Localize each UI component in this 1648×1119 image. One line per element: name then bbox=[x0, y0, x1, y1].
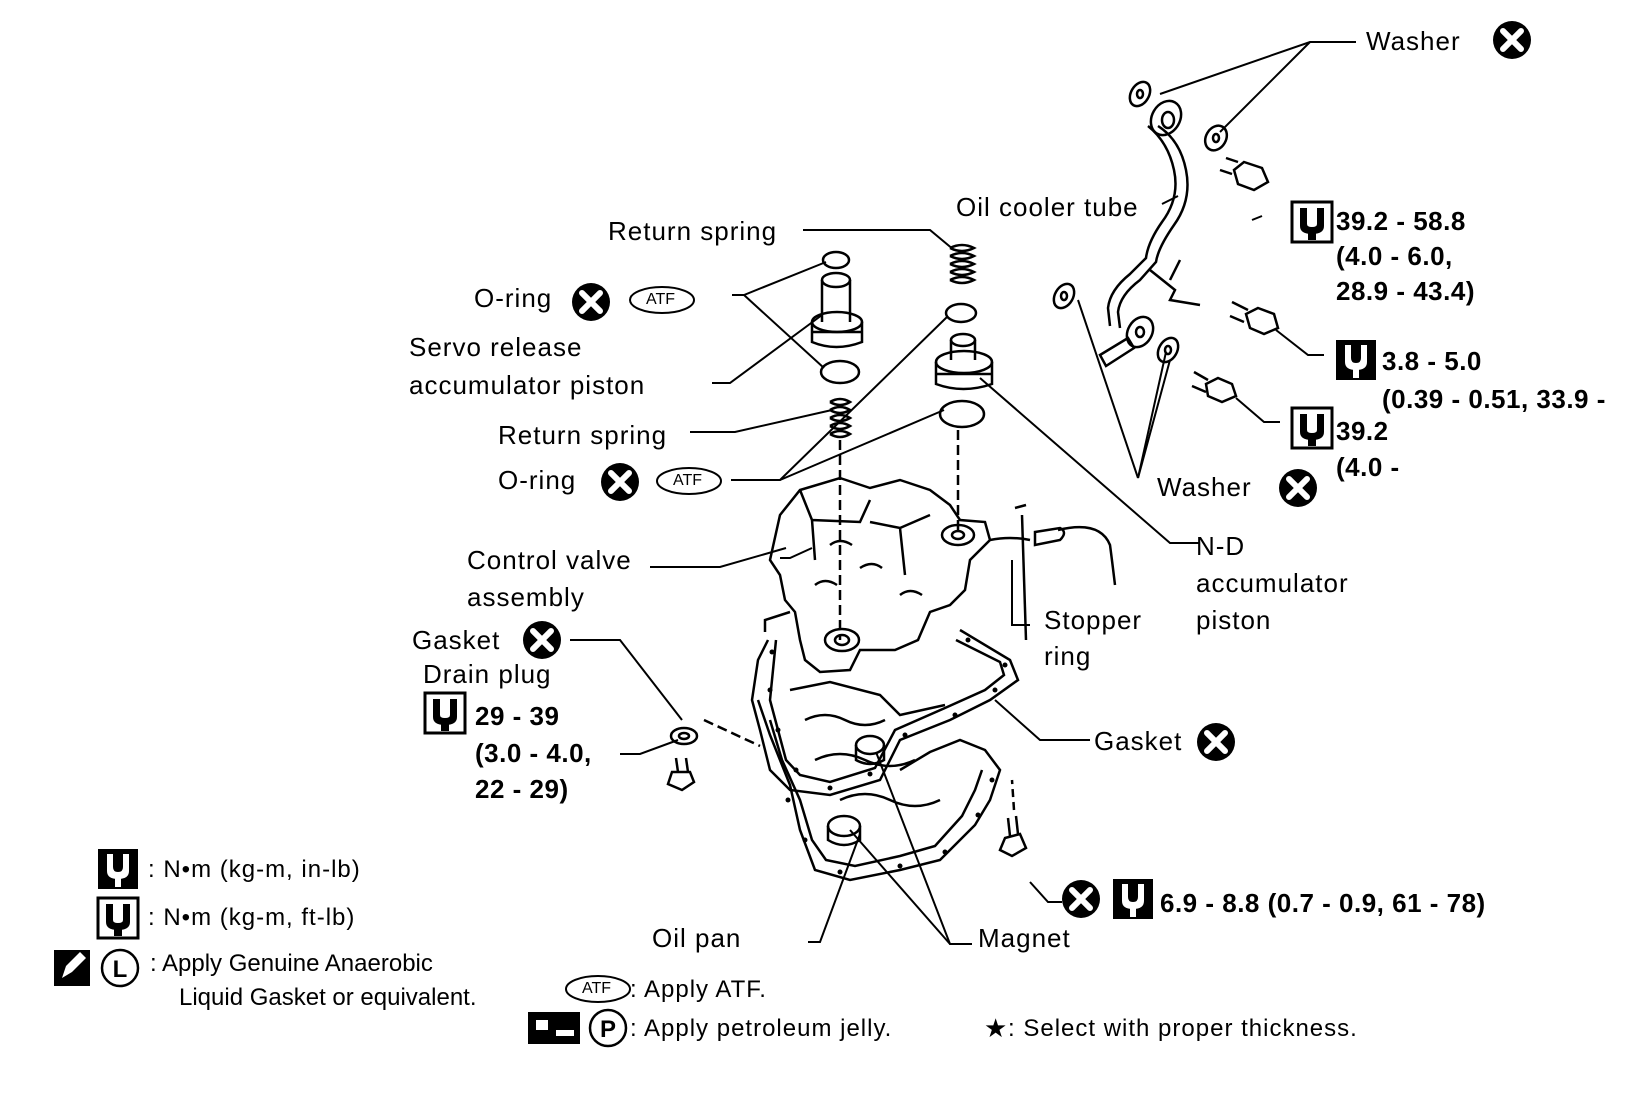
cooler-leader-lines bbox=[1077, 41, 1356, 479]
torque-1-value: 39.2 - 58.8 bbox=[1336, 206, 1466, 236]
piston-leader-lines bbox=[690, 229, 1200, 559]
pan-leader-lines bbox=[620, 699, 1090, 945]
circled-l-icon: L bbox=[100, 948, 140, 988]
oil-cooler-tube-drawing bbox=[1052, 80, 1280, 404]
servo-piston-stack bbox=[810, 243, 994, 640]
control-valve-label: Control valve bbox=[467, 545, 632, 575]
washer-bottom-label: Washer bbox=[1157, 472, 1252, 502]
replace-icon-gasket-drain bbox=[523, 621, 561, 659]
replace-icon-oring-mid bbox=[601, 463, 639, 501]
atf-text-top: ATF bbox=[646, 291, 676, 308]
replace-icon-oring-top bbox=[572, 283, 610, 321]
magnet-label: Magnet bbox=[978, 923, 1071, 953]
replace-icon-washer-top bbox=[1493, 21, 1531, 59]
atf-text-mid: ATF bbox=[673, 472, 703, 489]
gasket-pan-label: Gasket bbox=[1094, 726, 1183, 756]
drain-plug-label: Drain plug bbox=[423, 659, 552, 689]
washer-top-label: Washer bbox=[1366, 26, 1461, 56]
liquid-gasket-icon bbox=[54, 950, 90, 986]
nd-piston-label: piston bbox=[1196, 605, 1272, 635]
legend-anaerobic-1: : Apply Genuine Anaerobic bbox=[150, 950, 433, 977]
legend-ftlb-wrench-icon bbox=[96, 896, 140, 940]
torque-2-kgm: (0.39 - 0.51, 33.9 - bbox=[1382, 384, 1606, 414]
torque-3-kgm: (4.0 - bbox=[1336, 452, 1400, 482]
legend-nm-ftlb: : N•m (kg-m, ft-lb) bbox=[148, 904, 356, 931]
legend-apply-atf: : Apply ATF. bbox=[630, 976, 767, 1003]
stopper-label: Stopper bbox=[1044, 605, 1143, 635]
legend-star-note: : Select with proper thickness. bbox=[1008, 1015, 1358, 1042]
atf-text-legend: ATF bbox=[582, 980, 612, 997]
nd-label: N-D bbox=[1196, 531, 1246, 561]
replace-icon-washer-bottom bbox=[1279, 469, 1317, 507]
torque-inlb-icon-pan bbox=[1113, 879, 1153, 919]
drain-torque-value: 29 - 39 bbox=[475, 701, 560, 731]
replace-icon-pan-bolt bbox=[1062, 880, 1100, 918]
stopper-ring-label: ring bbox=[1044, 641, 1092, 671]
valve-leader-lines bbox=[570, 547, 1030, 721]
legend-nm-inlb: : N•m (kg-m, in-lb) bbox=[148, 856, 361, 883]
petroleum-jelly-icon bbox=[528, 1012, 580, 1044]
oil-pan-drawing bbox=[666, 610, 1028, 882]
oil-cooler-tube-label: Oil cooler tube bbox=[956, 192, 1139, 222]
torque-ftlb-icon-1 bbox=[1290, 200, 1334, 244]
legend-inlb-wrench-icon bbox=[98, 849, 138, 889]
accumulator-piston-label: accumulator piston bbox=[409, 370, 646, 400]
return-spring-top-label: Return spring bbox=[608, 216, 778, 246]
star-icon: ★ bbox=[984, 1013, 1009, 1043]
pan-bolt-torque: 6.9 - 8.8 (0.7 - 0.9, 61 - 78) bbox=[1160, 888, 1486, 918]
nd-accumulator-label: accumulator bbox=[1196, 568, 1349, 598]
legend-anaerobic-2: Liquid Gasket or equivalent. bbox=[179, 984, 477, 1011]
torque-ftlb-icon-3 bbox=[1290, 406, 1334, 450]
torque-inlb-icon-2 bbox=[1336, 340, 1376, 380]
torque-ftlb-icon-drain bbox=[423, 691, 467, 735]
legend-petroleum: : Apply petroleum jelly. bbox=[630, 1015, 893, 1042]
circled-p-icon: P bbox=[588, 1008, 628, 1048]
torque-3-value: 39.2 bbox=[1336, 416, 1389, 446]
gasket-drain-label: Gasket bbox=[412, 625, 501, 655]
svg-text:L: L bbox=[113, 956, 128, 983]
return-spring-mid-label: Return spring bbox=[498, 420, 668, 450]
oring-mid-label: O-ring bbox=[498, 465, 577, 495]
replace-icon-gasket-pan bbox=[1197, 723, 1235, 761]
svg-text:P: P bbox=[600, 1016, 616, 1043]
drain-torque-kgm: (3.0 - 4.0, bbox=[475, 738, 592, 768]
torque-1-kgm: (4.0 - 6.0, bbox=[1336, 241, 1453, 271]
oil-pan-label: Oil pan bbox=[652, 923, 742, 953]
control-valve-body bbox=[768, 476, 1117, 674]
torque-2-value: 3.8 - 5.0 bbox=[1382, 346, 1482, 376]
torque-1-ftlb: 28.9 - 43.4) bbox=[1336, 276, 1475, 306]
drain-torque-ftlb: 22 - 29) bbox=[475, 774, 569, 804]
servo-release-label: Servo release bbox=[409, 332, 583, 362]
control-valve-assembly-label: assembly bbox=[467, 582, 585, 612]
oring-top-label: O-ring bbox=[474, 283, 553, 313]
